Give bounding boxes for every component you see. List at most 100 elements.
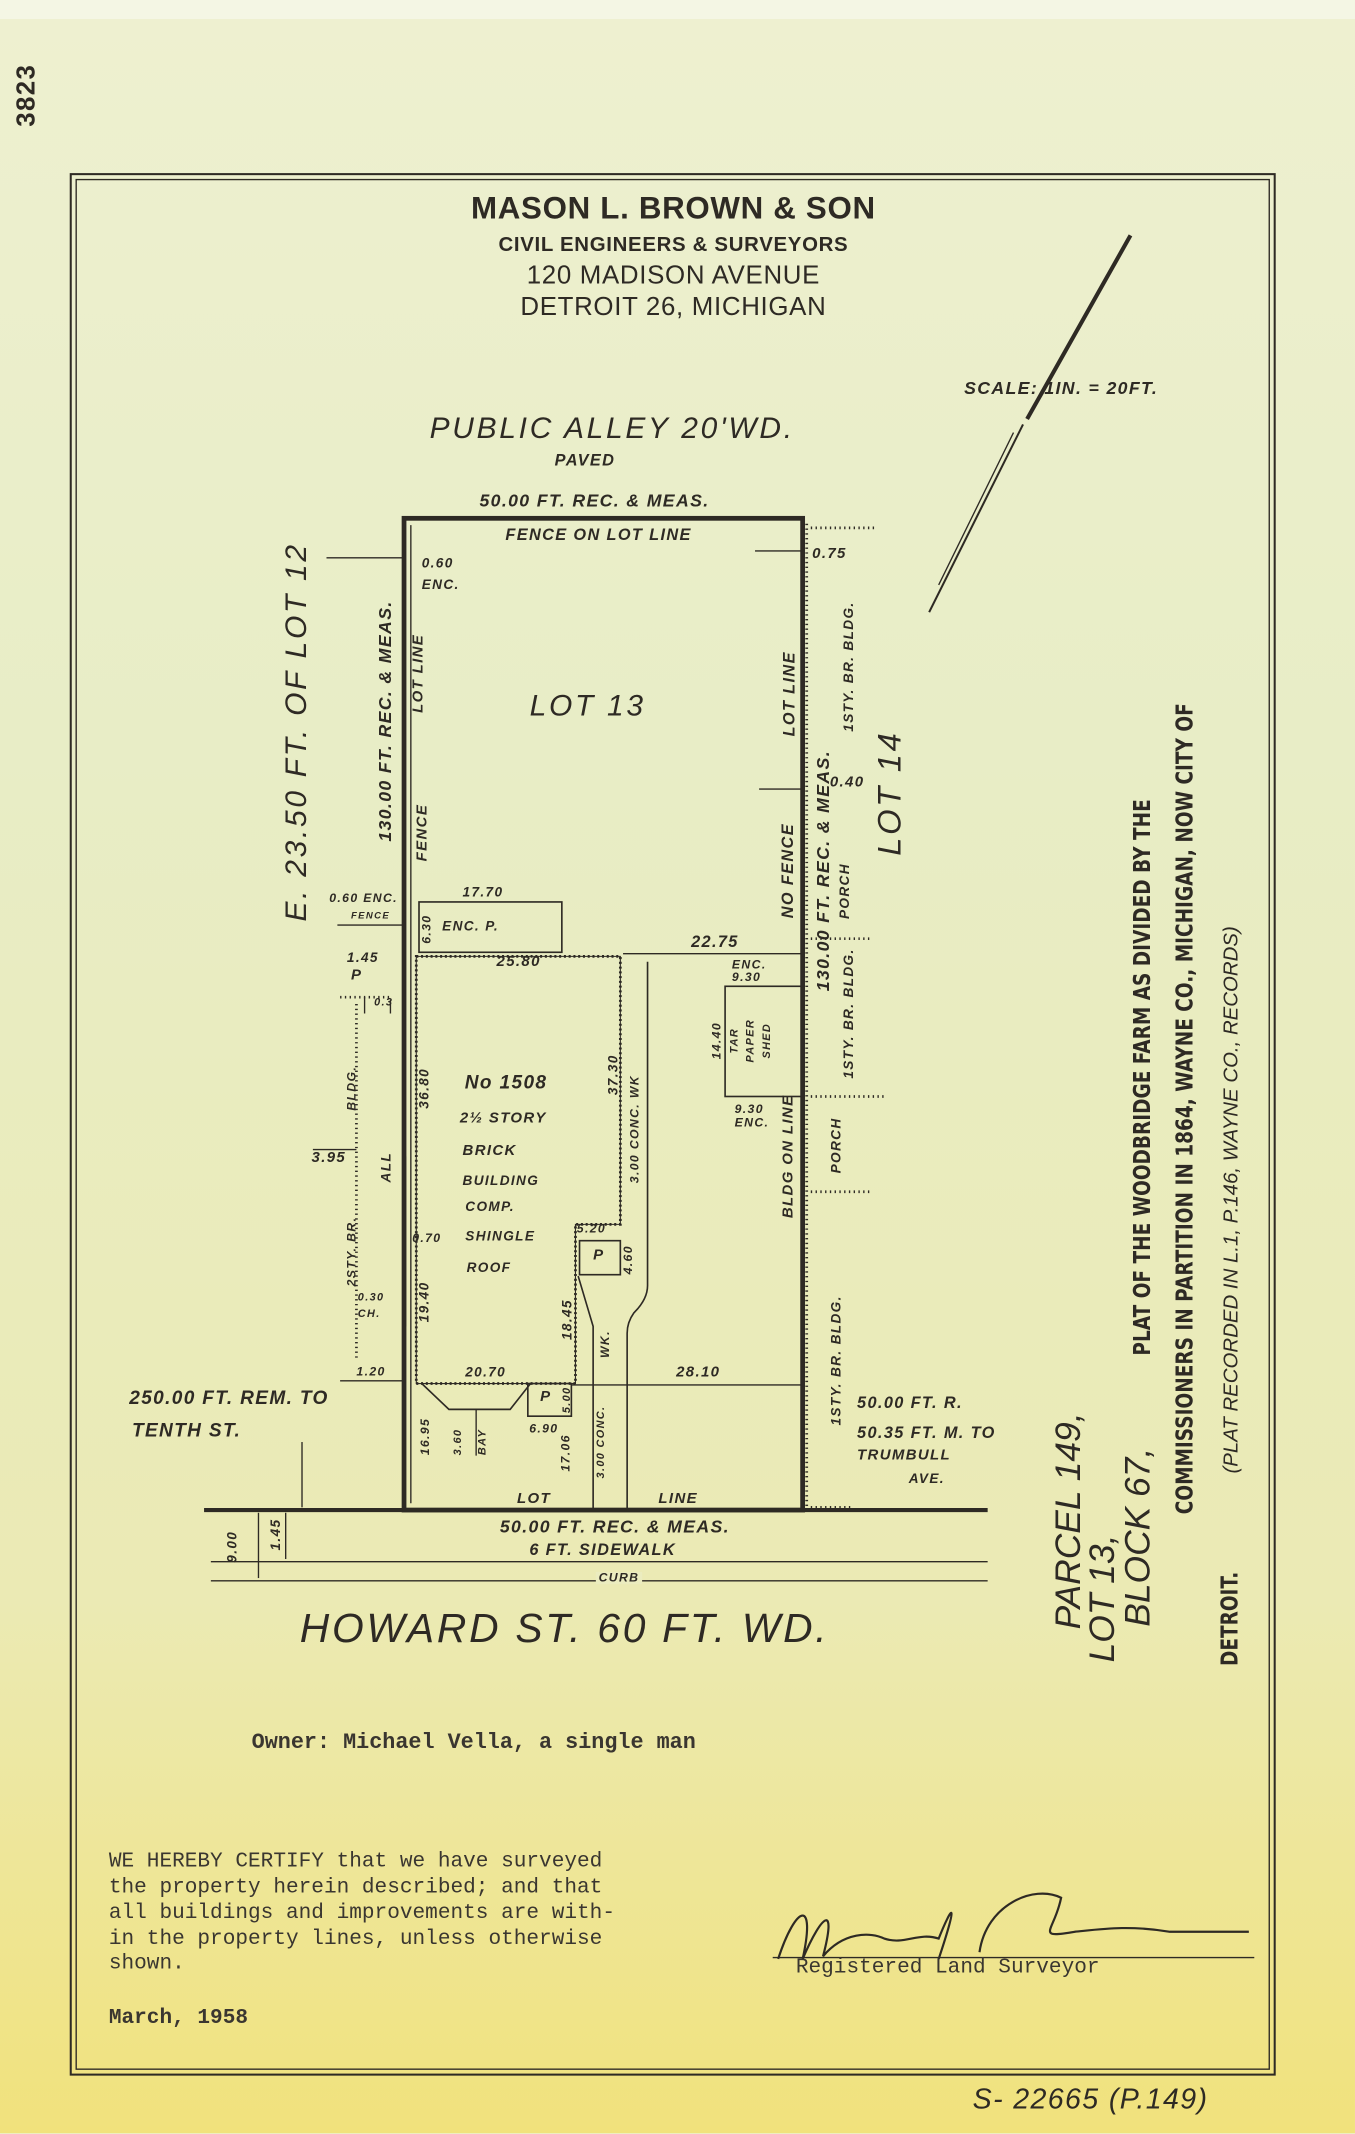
east-ref-1: 50.00 FT. R. <box>857 1393 963 1413</box>
walk-wk-label: WK. <box>597 1330 612 1359</box>
dim-1695: 16.95 <box>418 1417 432 1456</box>
dim-2070: 20.70 <box>465 1365 507 1381</box>
signature-drawing <box>777 1892 1249 1960</box>
firm-address: 120 MADISON AVENUE <box>526 261 821 291</box>
dim-460: 4.60 <box>621 1245 635 1275</box>
legal-line-1: PLAT OF THE WOODBRIDGE FARM AS DIVIDED B… <box>1129 799 1158 1356</box>
certification-line-5: shown. <box>108 1950 185 1976</box>
dim-360: 3.60 <box>451 1428 464 1456</box>
dim-075: 0.75 <box>812 545 847 562</box>
house-desc-4: COMP. <box>465 1199 515 1215</box>
dim-03: 0.3 <box>374 995 394 1009</box>
dim-500: 5.00 <box>560 1386 573 1414</box>
west-bldg2-label: 2STY. BR. <box>344 1216 359 1287</box>
file-number: S- 22665 (P.149) <box>972 2084 1209 2116</box>
dim-1940: 19.40 <box>417 1281 433 1323</box>
lot-number: LOT 13, <box>1081 1534 1123 1663</box>
east-neighbor-label: LOT 14 <box>872 730 909 856</box>
dim-1770: 17.70 <box>462 885 504 901</box>
west-ref-2: TENTH ST. <box>131 1418 242 1441</box>
dim-3680: 36.80 <box>417 1067 433 1109</box>
legal-line-2: COMMISSIONERS IN PARTITION IN 1864, WAYN… <box>1171 703 1200 1515</box>
legal-line-3: (PLAT RECORDED IN L.1, P.146, WAYNE CO.,… <box>1219 926 1243 1474</box>
alley-name: PUBLIC ALLEY 20'WD. <box>429 410 795 445</box>
side-porch-p: P <box>593 1247 605 1264</box>
curb-label: CURB <box>595 1571 643 1585</box>
lot-top-fence: FENCE ON LOT LINE <box>505 525 692 545</box>
legal-line-3-bold: DETROIT. <box>1216 1571 1245 1667</box>
enc-porch-label: ENC. P. <box>442 919 500 935</box>
certification-line-2: the property herein described; and that <box>108 1874 603 1900</box>
house-outline <box>414 955 622 1385</box>
firm-profession: CIVIL ENGINEERS & SURVEYORS <box>498 233 849 257</box>
firm-city: DETROIT 26, MICHIGAN <box>520 293 827 322</box>
outer-border <box>69 173 1276 2076</box>
block-number: BLOCK 67, <box>1116 1447 1158 1627</box>
shed <box>724 985 804 1098</box>
east-porch-mid: PORCH <box>829 1117 845 1174</box>
margin-number: 3823 <box>12 63 42 127</box>
side-porch <box>578 1239 622 1276</box>
certification-date: March, 1958 <box>108 2005 249 2030</box>
dim-690: 6.90 <box>529 1421 559 1436</box>
enc-label: ENC. <box>421 578 460 594</box>
dim-900: 9.00 <box>225 1530 241 1563</box>
shed-label-1: TAR <box>727 1027 741 1054</box>
house-desc-2: BRICK <box>462 1142 517 1160</box>
west-neighbor-label: E. 23.50 FT. OF LOT 12 <box>278 542 313 922</box>
surveyor-title: Registered Land Surveyor <box>795 1954 1100 1980</box>
east-ref-3: TRUMBULL <box>857 1447 952 1464</box>
walk-label-1: 3.00 CONC. WK <box>627 1075 642 1184</box>
west-porch-p: P <box>350 967 363 984</box>
east-bldg-top: 1STY. BR. BLDG. <box>842 601 858 732</box>
dim-070: 0.70 <box>412 1231 442 1245</box>
lot-left-dimension: 130.00 FT. REC. & MEAS. <box>374 600 396 842</box>
east-porch-top: PORCH <box>838 863 853 920</box>
right-lot-line-label: LOT LINE <box>779 651 799 737</box>
parcel-number: PARCEL 149, <box>1047 1412 1089 1630</box>
east-ref-4: AVE. <box>908 1471 945 1487</box>
shed-dim-1440: 14.40 <box>709 1021 724 1060</box>
scale-label: SCALE: 1IN. = 20FT. <box>964 377 1159 398</box>
dim-1706: 17.06 <box>558 1434 573 1472</box>
shed-enc-top: ENC. <box>731 957 767 972</box>
certification-line-3: all buildings and improvements are with- <box>108 1900 615 1925</box>
left-lot-line-label: LOT LINE <box>410 633 427 713</box>
north-arrow <box>1025 234 1133 421</box>
shed-label-3: SHED <box>760 1022 773 1059</box>
bay <box>421 1382 532 1411</box>
east-bldg-bottom: 1STY. BR. BLDG. <box>829 1295 845 1426</box>
owner: Owner: Michael Vella, a single man <box>251 1730 696 1755</box>
east-bldg-mid: 1STY. BR. BLDG. <box>842 948 858 1079</box>
west-alley-label: ALL <box>379 1151 395 1183</box>
dim-3730: 37.30 <box>606 1054 622 1096</box>
enc-060: 0.60 <box>421 556 454 572</box>
dim-630: 6.30 <box>419 914 434 944</box>
dim-2810: 28.10 <box>676 1364 721 1381</box>
dim-145b: 1.45 <box>269 1518 285 1551</box>
lot-boundary <box>401 515 806 1513</box>
house-desc-6: ROOF <box>466 1261 512 1277</box>
right-no-fence-label: NO FENCE <box>778 823 798 919</box>
dim-040: 0.40 <box>829 774 865 791</box>
inner-border <box>75 178 1270 2070</box>
shed-dim-top: 9.30 <box>731 969 762 984</box>
certification-line-4: in the property lines, unless otherwise <box>108 1926 603 1951</box>
west-bldg-label: BLDG. <box>344 1065 359 1111</box>
dim-1845: 18.45 <box>560 1299 576 1341</box>
shed-label-2: PAPER <box>744 1018 757 1063</box>
street-name: HOWARD ST. 60 FT. WD. <box>299 1606 830 1652</box>
dim-395: 3.95 <box>311 1149 347 1166</box>
left-fence-label: FENCE <box>414 803 431 862</box>
dim-030: 0.30 <box>357 1291 385 1304</box>
dim-120: 1.20 <box>356 1364 386 1379</box>
lot-label: LOT 13 <box>529 688 646 723</box>
walk-label-2: 3.00 CONC. <box>594 1405 607 1479</box>
bay-label: BAY <box>476 1428 489 1456</box>
bottom-lot-label: LOT <box>516 1490 551 1508</box>
house-desc-1: 2½ STORY <box>459 1110 547 1127</box>
lot-bottom-dimension: 50.00 FT. REC. & MEAS. <box>499 1516 730 1537</box>
bldg-on-line-label: BLDG ON LINE <box>780 1094 797 1219</box>
sidewalk-label: 6 FT. SIDEWALK <box>529 1539 676 1560</box>
